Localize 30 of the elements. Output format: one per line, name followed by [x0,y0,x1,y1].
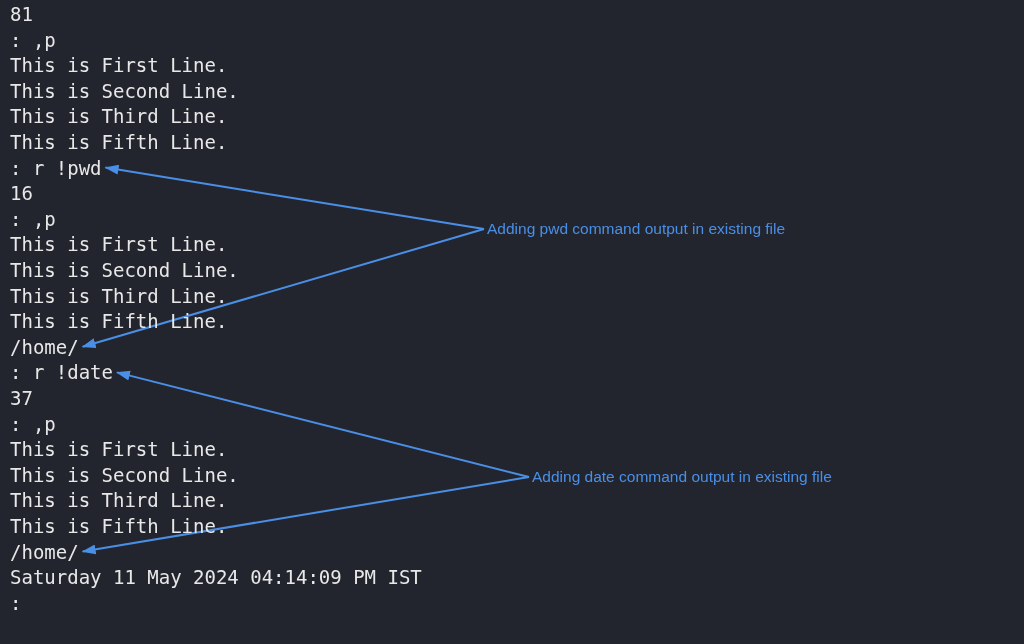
annotation-text: Adding pwd command output in existing file [487,220,786,238]
terminal-line: : [10,590,22,615]
terminal-line: This is Fifth Line. [10,130,228,154]
terminal-line: This is Third Line. [10,104,228,129]
arrow [81,228,485,348]
annotation-text: Adding date command output in existing file [532,468,832,486]
terminal-line: This is Fifth Line. [10,309,228,334]
terminal-line: 81 [10,2,33,26]
terminal-line: This is Second Line. [10,258,239,282]
arrow [104,164,485,230]
terminal-line: This is Second Line. [10,78,239,103]
terminal-line: This is Third Line. [10,488,228,513]
arrow [115,370,530,478]
terminal-line: : ,p [10,27,56,52]
terminal-line: /home/ [10,539,79,564]
terminal-line: : r !date [10,360,113,385]
terminal-line: 37 [10,386,33,410]
terminal-line: /home/ [10,334,79,359]
terminal-line: This is Fifth Line. [10,514,228,538]
terminal-line: This is Third Line. [10,283,228,308]
terminal-line: This is First Line. [10,437,228,462]
terminal-line: This is First Line. [10,232,228,257]
terminal-line: This is Second Line. [10,462,239,487]
terminal-line: 16 [10,181,33,206]
terminal-line: : ,p [10,206,56,231]
terminal-line: : ,p [10,411,56,436]
arrow [81,476,530,555]
terminal-line: : r !pwd [10,155,102,180]
terminal-line: This is First Line. [10,53,228,78]
terminal-line: Saturday 11 May 2024 04:14:09 PM IST [10,565,422,590]
